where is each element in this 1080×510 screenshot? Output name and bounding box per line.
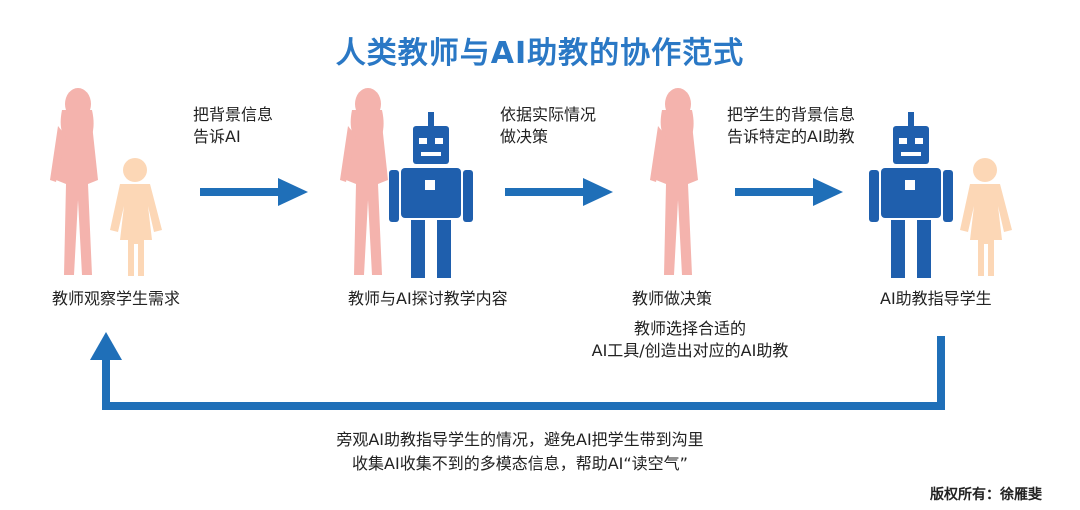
stage-caption: 教师做决策 [632,289,713,308]
arrow-label: 依据实际情况 做决策 [500,105,597,146]
right-arrow-icon [200,178,308,206]
right-arrow-icon [735,178,843,206]
stage-caption: 教师与AI探讨教学内容 [348,289,508,308]
robot-student-figure [869,80,1025,280]
stage-note: 教师选择合适的 AI工具/创造出对应的AI助教 [591,319,789,360]
teacher-student-figure [40,80,180,280]
feedback-text: 旁观AI助教指导学生的情况，避免AI把学生带到沟里 收集AI收集不到的多模态信息… [336,430,704,473]
arrow-label: 把学生的背景信息 告诉特定的AI助教 [727,105,856,146]
teacher-icon [50,88,98,275]
teacher-figure [640,80,720,280]
arrow-label: 把背景信息 告诉AI [193,105,274,146]
stage-caption: 教师观察学生需求 [52,289,181,308]
copyright: 版权所有：徐雁斐 [930,487,1042,503]
robot-icon [869,112,953,278]
teacher-robot-figure [335,80,485,280]
teacher-icon [650,88,698,275]
page-title: 人类教师与AI助教的协作范式 [335,36,745,71]
robot-icon [389,112,473,278]
teacher-icon [340,88,388,275]
stage-caption: AI助教指导学生 [880,289,992,308]
student-icon [960,158,1012,276]
right-arrow-icon [505,178,613,206]
student-icon [110,158,162,276]
